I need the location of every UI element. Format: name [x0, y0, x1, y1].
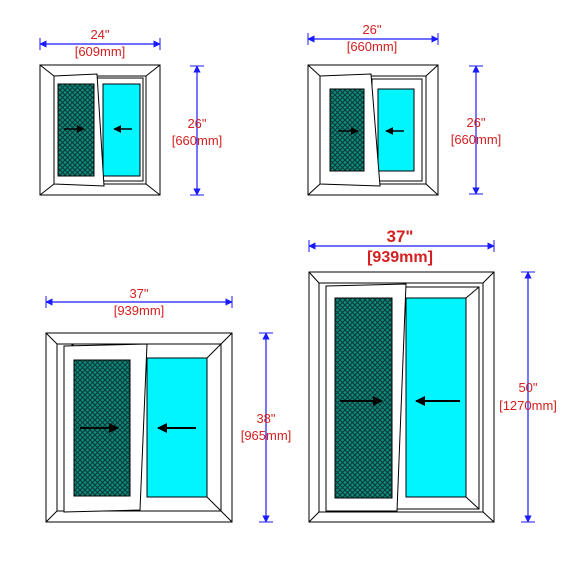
width-dimension: 37" [939mm]: [45, 286, 233, 318]
width-dimension: 24" [609mm]: [39, 27, 161, 59]
width-dimension: 37" [939mm]: [308, 227, 495, 266]
height-dimension: 50" [1270mm]: [499, 271, 557, 523]
window-frame: [308, 271, 495, 523]
width-label: 37": [129, 286, 148, 301]
window-2: 26" [660mm] 26" [660mm]: [307, 22, 502, 196]
height-dimension: 38" [965mm]: [241, 332, 292, 523]
height-dimension: 26" [660mm]: [172, 65, 223, 196]
height-label: 38": [256, 411, 275, 426]
window-4: 37" [939mm] 50" [1270mm]: [308, 227, 557, 523]
glass-sash: [371, 78, 423, 182]
window-1: 24" [609mm] 26" [660mm]: [39, 27, 223, 196]
width-dimension: 26" [660mm]: [307, 22, 439, 54]
height-mm-label: [660mm]: [172, 133, 223, 148]
glass-sash: [96, 77, 144, 182]
height-mm-label: [660mm]: [451, 132, 502, 147]
width-label: 24": [90, 27, 109, 42]
width-mm-label: [939mm]: [114, 303, 165, 318]
height-mm-label: [1270mm]: [499, 398, 557, 413]
width-mm-label: [609mm]: [75, 44, 126, 59]
screen-sash: [325, 283, 407, 512]
width-label: 26": [362, 22, 381, 37]
width-mm-label: [939mm]: [367, 249, 433, 266]
width-label: 37": [387, 227, 414, 246]
screen-sash: [319, 73, 381, 187]
screen-sash: [53, 73, 105, 187]
height-mm-label: [965mm]: [241, 428, 292, 443]
height-dimension: 26" [660mm]: [451, 65, 502, 195]
height-label: 50": [518, 380, 537, 395]
height-label: 26": [187, 116, 206, 131]
window-3: 37" [939mm] 38" [965mm]: [45, 286, 292, 523]
height-label: 26": [466, 115, 485, 130]
width-mm-label: [660mm]: [347, 39, 398, 54]
